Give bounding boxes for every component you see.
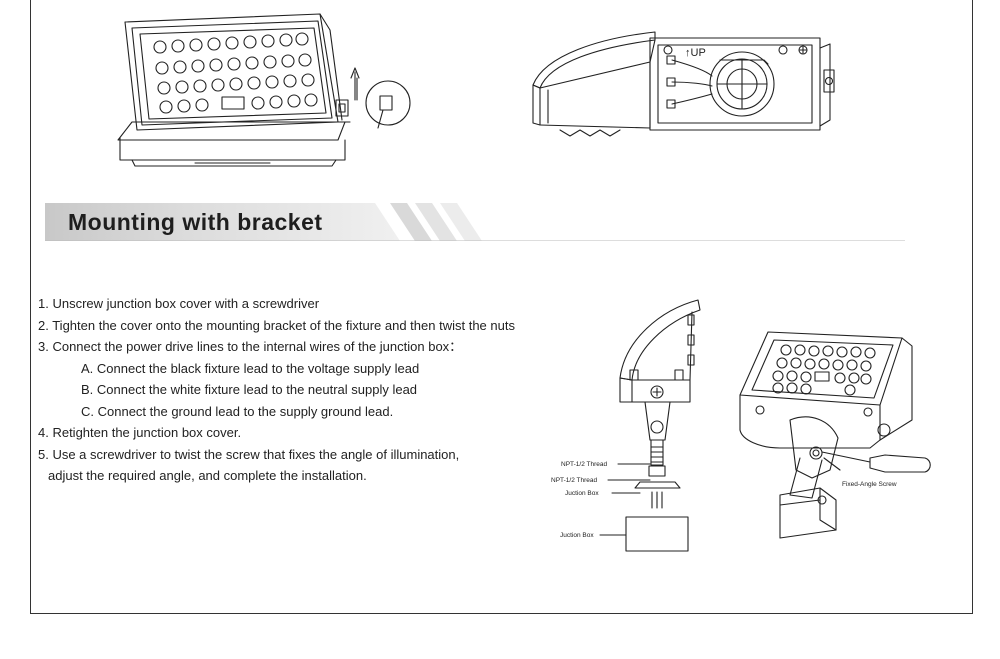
instruction-steps: 1. Unscrew junction box cover with a scr… [38,293,515,487]
angle-adjust-drawing [739,331,931,539]
step-1: 1. Unscrew junction box cover with a scr… [38,296,320,311]
step-3: 3. Connect the power drive lines to the … [38,339,463,354]
page-frame [30,0,973,614]
fixture-open-panel-drawing [117,13,411,167]
step-3a: A. Connect the black fixture lead to the… [81,360,420,376]
junction-box-label-1: Juction Box [565,490,599,497]
step-3b: B. Connect the white fixture lead to the… [81,382,418,397]
step-4: 4. Retighten the junction box cover. [38,425,242,440]
npt-thread-label-2: NPT-1/2 Thread [551,477,598,484]
npt-thread-label-1: NPT-1/2 Thread [561,461,608,468]
up-label: ↑UP [685,47,706,59]
step-5: 5. Use a screwdriver to twist the screw … [38,446,460,462]
step-2: 2. Tighten the cover onto the mounting b… [38,317,515,333]
step-5-continued: adjust the required angle, and complete … [48,468,367,483]
section-header-bar [45,203,905,241]
section-title: Mounting with bracket [68,209,323,235]
step-3c: C. Connect the ground lead to the supply… [81,403,394,419]
junction-box-label-2: Juction Box [560,532,594,539]
fixed-angle-screw-label: Fixed-Angle Screw [842,481,897,488]
bracket-mounting-drawing [599,299,701,552]
fixture-wiring-drawing [532,31,835,137]
